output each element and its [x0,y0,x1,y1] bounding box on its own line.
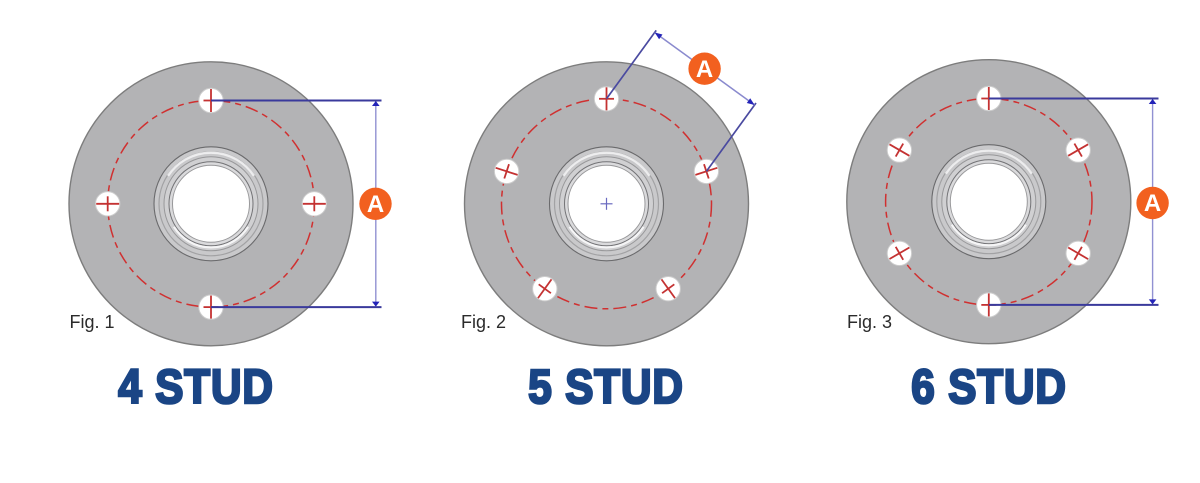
svg-text:A: A [1144,190,1161,217]
svg-text:A: A [696,56,713,83]
svg-text:Fig. 2: Fig. 2 [461,312,506,332]
svg-text:Fig. 1: Fig. 1 [70,312,115,332]
svg-text:Fig. 3: Fig. 3 [847,312,892,332]
svg-text:A: A [367,191,384,218]
